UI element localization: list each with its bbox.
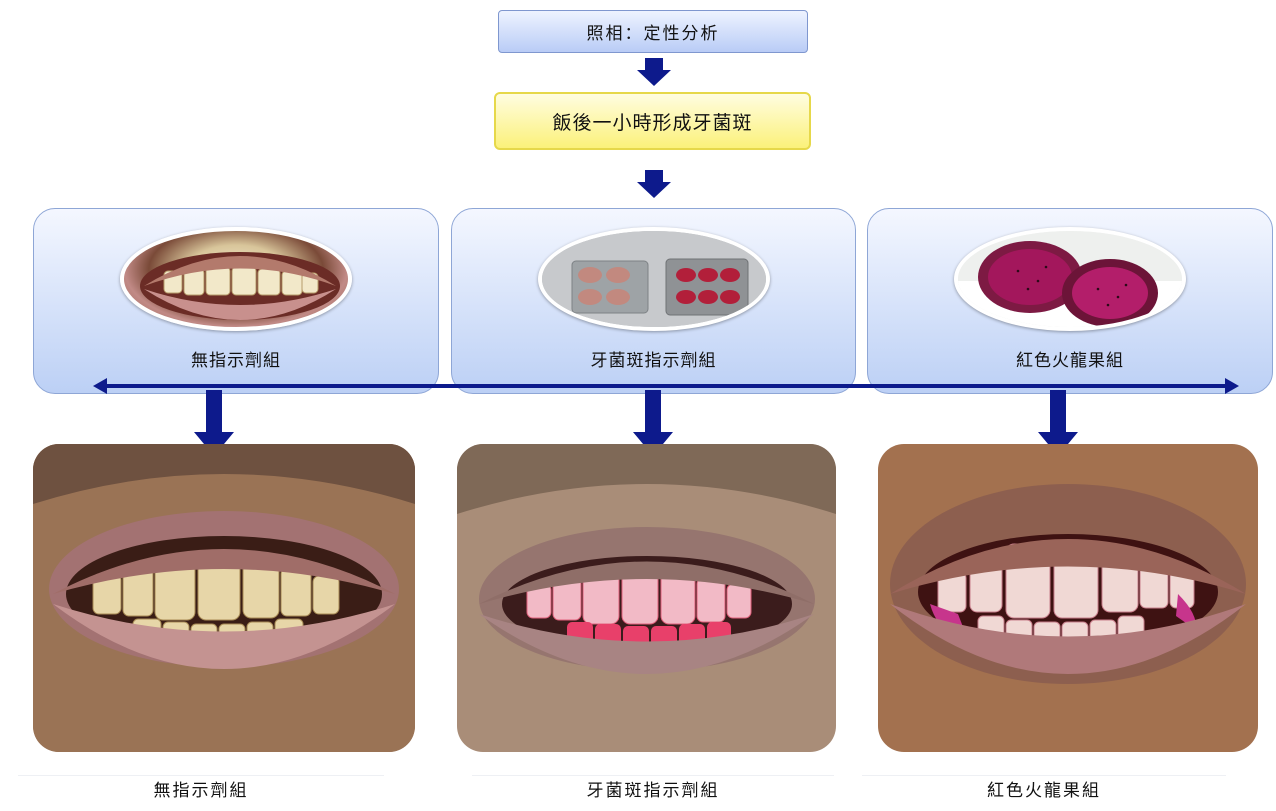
group-panel-label: 紅色火龍果組	[868, 346, 1272, 371]
top-step-label: 照相：定性分析	[587, 19, 720, 44]
dragon-fruit-thumbnail-image	[954, 227, 1186, 331]
result-photo-red-dragon-fruit	[878, 444, 1258, 752]
top-step-box: 照相：定性分析	[498, 10, 808, 53]
second-step-label: 飯後一小時形成牙菌斑	[552, 108, 752, 135]
photo-caption: 紅色火龍果組	[862, 775, 1226, 805]
group-panel-no-indicator: 無指示劑組	[33, 208, 439, 394]
group-panel-label: 牙菌斑指示劑組	[452, 346, 855, 371]
photo-caption: 無指示劑組	[18, 775, 384, 805]
group-panel-plaque-indicator: 牙菌斑指示劑組	[451, 208, 856, 394]
down-arrow-2-icon	[637, 170, 671, 198]
result-photo-no-indicator	[33, 444, 415, 752]
indicator-tablets-thumbnail-image	[538, 227, 770, 331]
second-step-box: 飯後一小時形成牙菌斑	[494, 92, 811, 150]
result-photo-plaque-indicator	[457, 444, 836, 752]
teeth-thumbnail-image	[120, 227, 352, 331]
group-panel-label: 無指示劑組	[34, 346, 438, 371]
group-panel-red-dragon-fruit: 紅色火龍果組	[867, 208, 1273, 394]
photo-caption: 牙菌斑指示劑組	[472, 775, 834, 805]
down-arrow-1-icon	[637, 58, 671, 86]
